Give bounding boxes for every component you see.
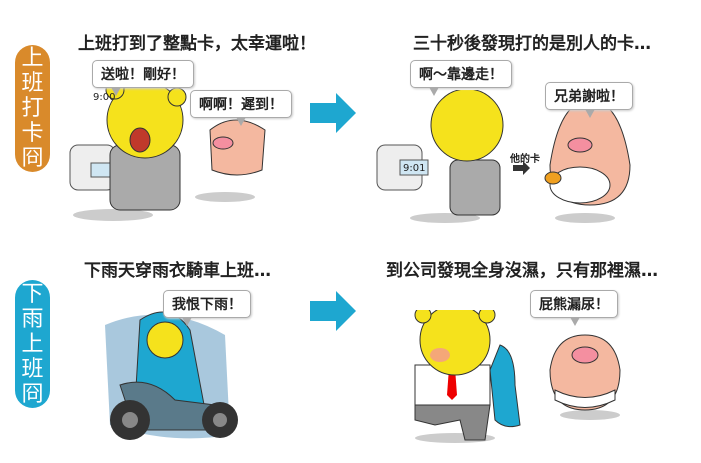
speech-bubble: 啊啊！遲到！ xyxy=(190,90,292,126)
speech-bubble: 兄弟謝啦！ xyxy=(545,82,633,118)
clock-display: 9:01 xyxy=(403,163,426,174)
speech-bubble: 屁熊漏尿！ xyxy=(530,290,618,326)
speech-bubble: 我恨下雨！ xyxy=(163,290,251,326)
label-char: 冏 xyxy=(21,146,44,171)
clock-display: 9:00 xyxy=(93,92,116,103)
card-note: 他的卡 xyxy=(510,154,540,165)
label-char: 冏 xyxy=(21,381,44,407)
label-char: 上 xyxy=(21,331,44,357)
bear-scooter-rain-illustration xyxy=(105,311,238,440)
bear-wet-pants-illustration xyxy=(414,310,621,443)
speech-bubble: 送啦！剛好！ xyxy=(92,60,194,96)
panel-title: 上班打到了整點卡，太幸運啦！ xyxy=(78,34,316,54)
label-char: 班 xyxy=(21,71,44,96)
label-char: 上 xyxy=(21,46,44,71)
label-char: 下 xyxy=(21,281,44,307)
bear-clock-in-illustration xyxy=(69,85,266,221)
panel-title: 到公司發現全身沒濕，只有那裡濕… xyxy=(386,261,658,281)
bear-wrong-card-illustration xyxy=(376,90,631,223)
row-label-clock-in: 上班打卡冏 xyxy=(15,45,50,172)
label-char: 卡 xyxy=(21,121,44,146)
row-label-rain: 下雨上班冏 xyxy=(15,280,50,408)
label-char: 打 xyxy=(21,96,44,121)
arrow-right-icon xyxy=(310,291,356,331)
speech-bubble: 啊～靠邊走！ xyxy=(410,60,512,96)
panel-title: 三十秒後發現打的是別人的卡… xyxy=(413,34,651,54)
label-char: 雨 xyxy=(21,306,44,332)
label-char: 班 xyxy=(21,356,44,382)
arrow-right-icon xyxy=(310,93,356,133)
panel-title: 下雨天穿雨衣騎車上班… xyxy=(84,261,271,281)
